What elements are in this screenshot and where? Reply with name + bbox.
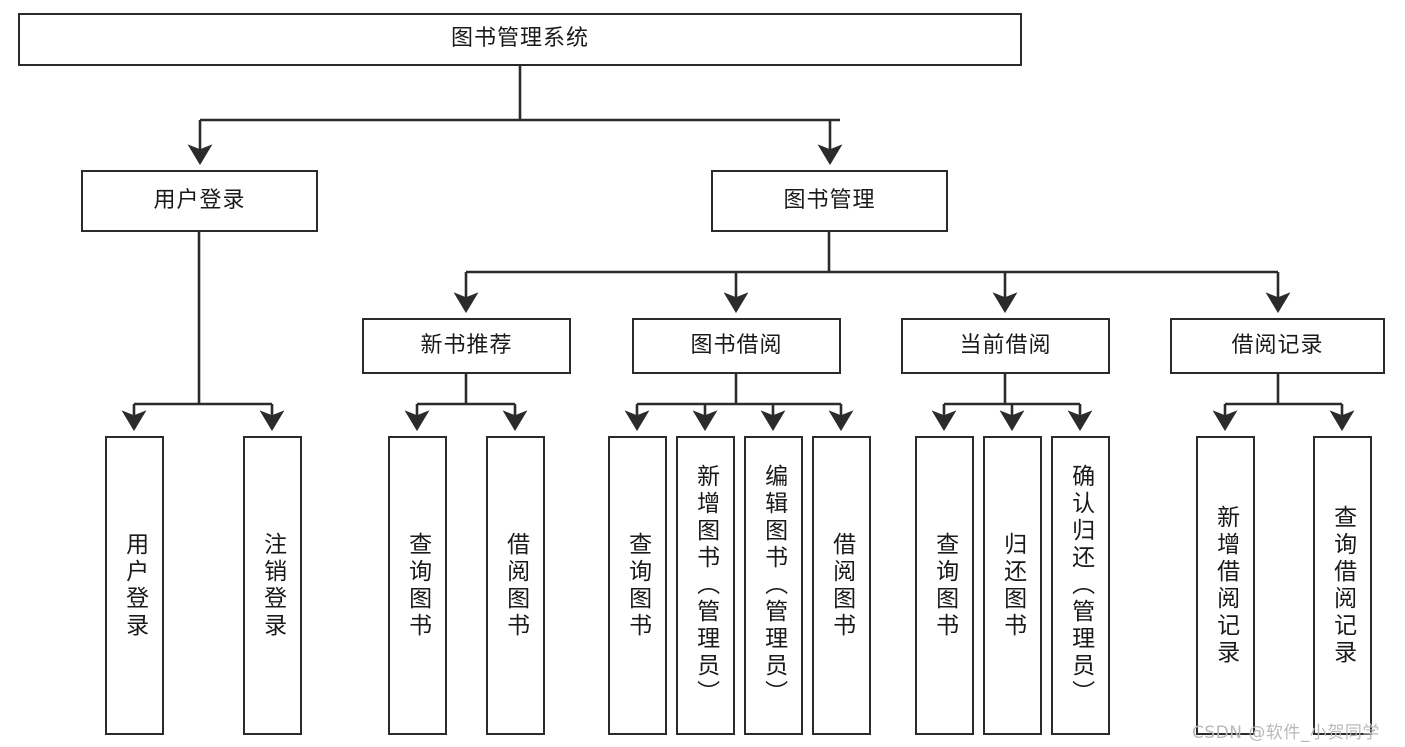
node-book-borrow[interactable]: 图书借阅 — [632, 318, 841, 374]
leaf-confirm-return-admin[interactable]: 确认归还（管理员） — [1051, 436, 1110, 735]
leaf-search-borrow-record-label: 查询借阅记录 — [1329, 504, 1356, 667]
leaf-add-book-admin[interactable]: 新增图书（管理员） — [676, 436, 735, 735]
leaf-user-login[interactable]: 用户登录 — [105, 436, 164, 735]
leaf-search-book-borrow[interactable]: 查询图书 — [608, 436, 667, 735]
leaf-search-book-recommend-label: 查询图书 — [404, 531, 431, 640]
leaf-search-book-recommend[interactable]: 查询图书 — [388, 436, 447, 735]
leaf-add-borrow-record-label: 新增借阅记录 — [1212, 504, 1239, 667]
leaf-borrow-book-label: 借阅图书 — [828, 531, 855, 640]
leaf-confirm-return-admin-label: 确认归还（管理员） — [1067, 464, 1094, 707]
node-user-login-label: 用户登录 — [153, 187, 246, 213]
leaf-logout-label: 注销登录 — [259, 531, 286, 640]
node-current-borrow-label: 当前借阅 — [959, 332, 1052, 358]
node-borrow-records[interactable]: 借阅记录 — [1170, 318, 1385, 374]
leaf-user-login-label: 用户登录 — [121, 531, 148, 640]
node-root[interactable]: 图书管理系统 — [18, 13, 1022, 66]
leaf-borrow-book-recommend-label: 借阅图书 — [502, 531, 529, 640]
node-book-borrow-label: 图书借阅 — [690, 332, 783, 358]
node-book-management[interactable]: 图书管理 — [711, 170, 948, 232]
node-new-book-recommend-label: 新书推荐 — [420, 332, 513, 358]
node-root-label: 图书管理系统 — [450, 26, 589, 52]
leaf-search-book-current[interactable]: 查询图书 — [915, 436, 974, 735]
csdn-watermark: CSDN @软件_小贺同学 — [1192, 723, 1380, 743]
leaf-return-book[interactable]: 归还图书 — [983, 436, 1042, 735]
node-borrow-records-label: 借阅记录 — [1231, 332, 1324, 358]
leaf-borrow-book-recommend[interactable]: 借阅图书 — [486, 436, 545, 735]
leaf-search-book-borrow-label: 查询图书 — [624, 531, 651, 640]
node-book-management-label: 图书管理 — [783, 187, 876, 213]
leaf-return-book-label: 归还图书 — [999, 531, 1026, 640]
leaf-search-borrow-record[interactable]: 查询借阅记录 — [1313, 436, 1372, 735]
leaf-add-book-admin-label: 新增图书（管理员） — [692, 464, 719, 707]
leaf-search-book-current-label: 查询图书 — [931, 531, 958, 640]
leaf-logout[interactable]: 注销登录 — [243, 436, 302, 735]
node-current-borrow[interactable]: 当前借阅 — [901, 318, 1110, 374]
node-user-login[interactable]: 用户登录 — [81, 170, 318, 232]
leaf-borrow-book[interactable]: 借阅图书 — [812, 436, 871, 735]
leaf-add-borrow-record[interactable]: 新增借阅记录 — [1196, 436, 1255, 735]
node-new-book-recommend[interactable]: 新书推荐 — [362, 318, 571, 374]
leaf-edit-book-admin-label: 编辑图书（管理员） — [760, 464, 787, 707]
leaf-edit-book-admin[interactable]: 编辑图书（管理员） — [744, 436, 803, 735]
